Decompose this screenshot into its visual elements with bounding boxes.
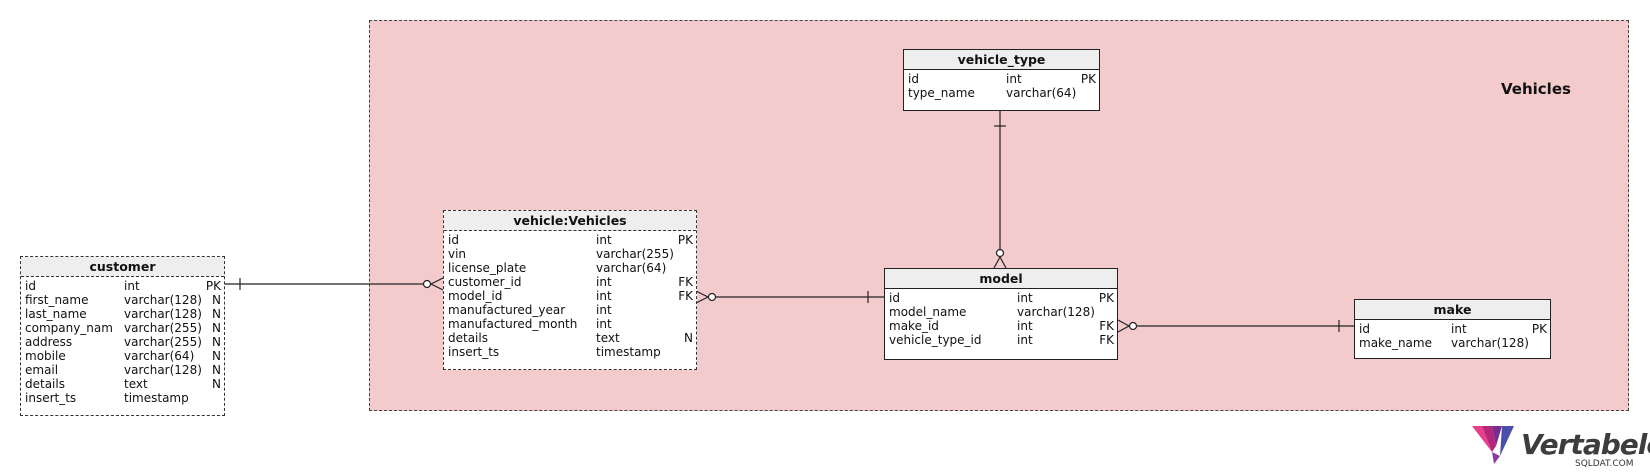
rel-customer-vehicle[interactable] xyxy=(224,277,444,291)
subject-area-title: Vehicles xyxy=(1501,80,1571,98)
rel-vehicletype-model[interactable] xyxy=(993,111,1007,269)
table-model-title: model xyxy=(885,269,1117,289)
table-make-title: make xyxy=(1355,300,1550,320)
rel-model-vehicle[interactable] xyxy=(695,290,884,304)
watermark-text: SQLDAT.COM xyxy=(1575,459,1634,469)
rel-make-model[interactable] xyxy=(1117,319,1354,333)
vertabelo-logo-icon xyxy=(1472,426,1514,464)
logo-wordmark: Vertabelo xyxy=(1521,428,1650,461)
table-vehicle-type-title: vehicle_type xyxy=(904,50,1099,70)
table-customer-title: customer xyxy=(21,257,224,277)
table-vehicle-title: vehicle:Vehicles xyxy=(444,211,696,231)
